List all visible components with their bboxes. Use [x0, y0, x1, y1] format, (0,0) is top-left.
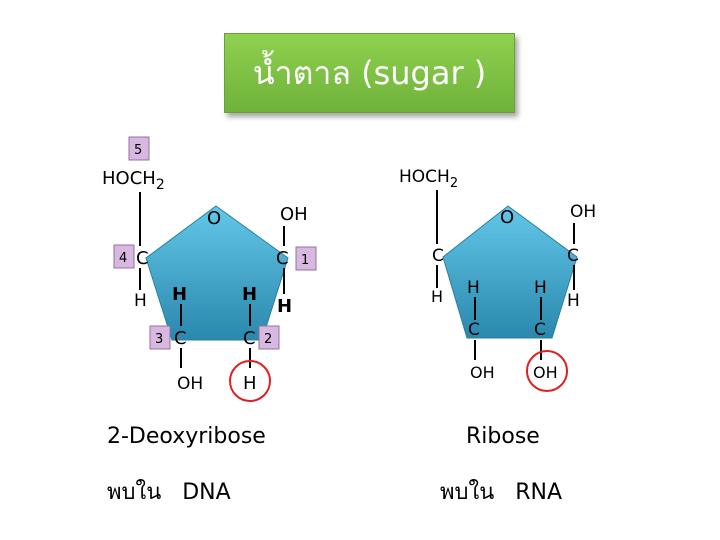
deoxy-highlight-circle: [229, 360, 271, 402]
ribose-h-c1: H: [567, 291, 580, 311]
deoxy-h-c2-top: H: [242, 284, 257, 305]
deoxy-h-c3-top: H: [172, 284, 187, 305]
ribose-h-c2-top: H: [534, 278, 547, 298]
svg-text:4: 4: [119, 251, 127, 266]
ribose-c2: C: [534, 320, 546, 340]
svg-text:1: 1: [301, 253, 309, 268]
deoxy-c2: C: [243, 328, 256, 349]
found-in-label: พบใน: [107, 480, 162, 505]
ribose-oh-c3: OH: [470, 363, 495, 382]
svg-text:5: 5: [134, 143, 142, 158]
deoxy-num5-box: 5: [128, 136, 150, 161]
deoxy-oh-c3: OH: [177, 374, 203, 394]
ribose-highlight-circle: [526, 350, 568, 392]
rna-label: RNA: [515, 480, 563, 505]
title: น้ำตาล (sugar ): [252, 53, 487, 92]
deoxy-c3: C: [174, 328, 187, 349]
ribose-found-in: พบใน RNA: [440, 474, 562, 509]
dna-label: DNA: [182, 480, 231, 505]
deoxyribose-found-in: พบใน DNA: [107, 474, 231, 509]
ribose-ring-o: O: [500, 207, 514, 228]
found-in-label: พบใน: [440, 480, 495, 505]
deoxy-num2-box: 2: [258, 325, 280, 350]
ribose-h-c3-top: H: [467, 278, 480, 298]
ribose-oh-c1: OH: [570, 202, 596, 222]
deoxy-ring-o: O: [207, 208, 221, 229]
deoxy-c4: C: [136, 248, 149, 269]
svg-text:2: 2: [264, 332, 272, 347]
deoxy-h-c4: H: [134, 291, 147, 311]
ribose-c1: C: [567, 246, 579, 266]
title-box: น้ำตาล (sugar ): [224, 33, 515, 113]
ribose-oh-c2: OH: [533, 363, 558, 382]
deoxy-hoch2: HOCH2: [102, 168, 165, 193]
deoxy-oh-c1: OH: [280, 204, 308, 225]
deoxy-num1-box: 1: [295, 246, 317, 271]
deoxyribose-name: 2-Deoxyribose: [107, 424, 266, 449]
ribose-c4: C: [432, 246, 444, 266]
ribose-c3: C: [468, 320, 480, 340]
deoxy-h-c2-bottom: H: [243, 373, 257, 394]
ribose-hoch2: HOCH2: [399, 167, 458, 191]
svg-text:3: 3: [155, 332, 163, 347]
deoxy-num3-box: 3: [149, 325, 171, 350]
ribose-ring: [442, 205, 578, 339]
ribose-h-c4: H: [431, 287, 443, 306]
deoxy-num4-box: 4: [113, 244, 135, 269]
deoxy-h-c1: H: [277, 296, 292, 317]
ribose-name: Ribose: [466, 424, 540, 449]
deoxy-c1: C: [276, 248, 289, 269]
